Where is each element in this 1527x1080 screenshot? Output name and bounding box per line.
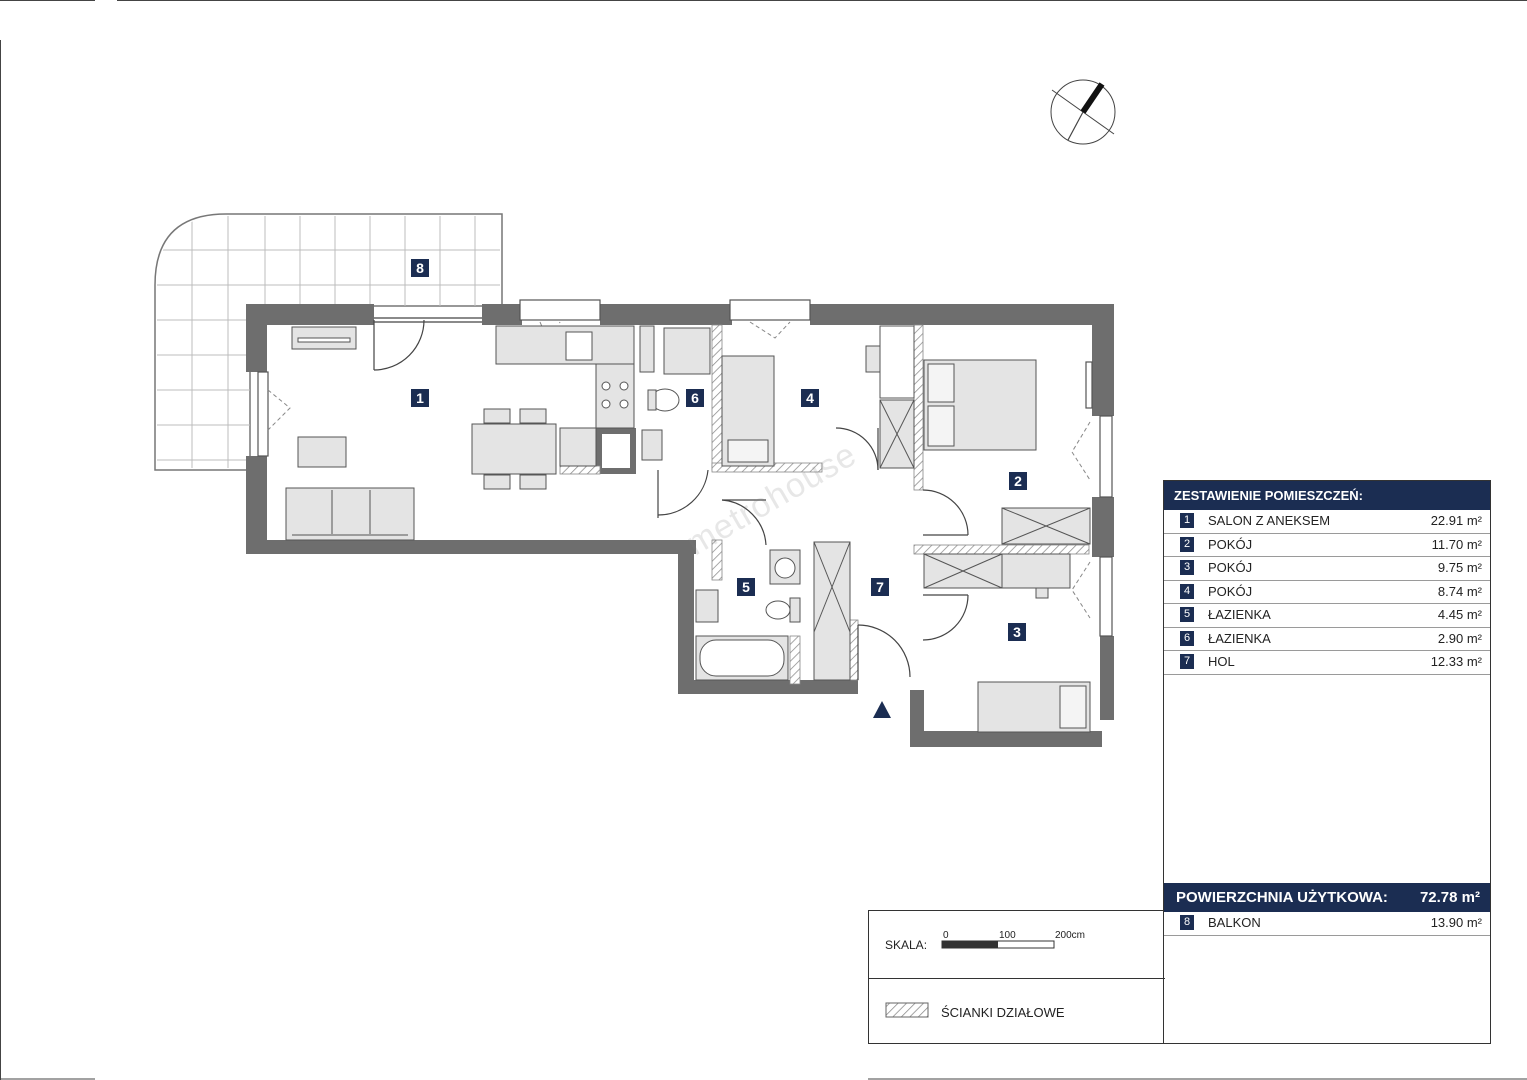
room-label-1: 1 xyxy=(411,389,429,407)
row-number: 3 xyxy=(1180,560,1194,575)
row-name: POKÓJ xyxy=(1208,560,1253,575)
row-area: 12.33 m² xyxy=(1430,654,1482,669)
row-name: SALON Z ANEKSEM xyxy=(1208,513,1331,528)
total-area-row: POWIERZCHNIA UŻYTKOWA: 72.78 m² xyxy=(1164,883,1490,912)
room-label-5: 5 xyxy=(737,578,755,596)
row-name: BALKON xyxy=(1208,915,1261,930)
room-label-2: 2 xyxy=(1009,472,1027,490)
outer-walls xyxy=(246,304,1114,747)
furniture xyxy=(285,325,1091,733)
room-label-3: 3 xyxy=(1008,623,1026,641)
balcony-door xyxy=(373,317,482,371)
interior-doors xyxy=(657,427,969,680)
table-title: ZESTAWIENIE POMIESZCZEŃ: xyxy=(1164,481,1490,510)
total-area-value: 72.78 m² xyxy=(1419,889,1480,906)
row-area: 13.90 m² xyxy=(1430,915,1482,930)
room-label-8: 8 xyxy=(411,259,429,277)
row-name: ŁAZIENKA xyxy=(1208,607,1271,622)
room-label-6: 6 xyxy=(686,389,704,407)
windows xyxy=(257,299,1113,637)
row-name: ŁAZIENKA xyxy=(1208,630,1271,646)
scale-tick: 100 xyxy=(999,930,1016,941)
scale-tick: 200cm xyxy=(1055,930,1086,941)
partition-legend-swatch xyxy=(885,1002,929,1018)
total-area-label: POWIERZCHNIA UŻYTKOWA: xyxy=(1176,889,1388,906)
row-number: 7 xyxy=(1180,654,1194,669)
row-number: 6 xyxy=(1180,630,1194,646)
kitchen-column-inset xyxy=(602,434,630,468)
balcony-area xyxy=(154,213,503,471)
table-row: 1 SALON Z ANEKSEM 22.91 m² xyxy=(1164,510,1490,534)
table-row: 6 ŁAZIENKA 2.90 m² xyxy=(1164,628,1490,651)
compass-icon xyxy=(1050,79,1116,145)
row-area: 4.45 m² xyxy=(1437,607,1482,622)
table-row: 3 POKÓJ 9.75 m² xyxy=(1164,557,1490,581)
scale-legend-box: SKALA: 0 100 200cm ŚCIANKI DZIAŁOWE xyxy=(868,910,1165,1044)
table-row: 5 ŁAZIENKA 4.45 m² xyxy=(1164,604,1490,628)
room-schedule-table: ZESTAWIENIE POMIESZCZEŃ: 1 SALON Z ANEKS… xyxy=(1163,480,1491,1044)
row-number: 2 xyxy=(1180,536,1194,552)
row-area: 11.70 m² xyxy=(1431,536,1482,552)
row-number: 8 xyxy=(1180,915,1194,930)
partition-walls xyxy=(559,324,1090,685)
row-number: 4 xyxy=(1180,583,1194,599)
row-area: 9.75 m² xyxy=(1437,560,1482,575)
table-row: 7 HOL 12.33 m² xyxy=(1164,651,1490,675)
row-name: POKÓJ xyxy=(1208,583,1253,599)
scale-divider xyxy=(869,978,1165,979)
scale-tick: 0 xyxy=(943,930,949,941)
row-number: 1 xyxy=(1180,513,1194,528)
row-area: 22.91 m² xyxy=(1430,513,1482,528)
legend-label: ŚCIANKI DZIAŁOWE xyxy=(941,1005,1065,1020)
row-number: 5 xyxy=(1180,607,1194,622)
entrance-arrow-icon xyxy=(873,701,891,718)
table-row: 2 POKÓJ 11.70 m² xyxy=(1164,534,1490,557)
table-row: 4 POKÓJ 8.74 m² xyxy=(1164,581,1490,604)
row-area: 8.74 m² xyxy=(1437,583,1482,599)
scale-bar xyxy=(941,940,1055,949)
row-area: 2.90 m² xyxy=(1437,630,1482,646)
room-label-4: 4 xyxy=(801,389,819,407)
balcony-row: 8 BALKON 13.90 m² xyxy=(1164,912,1490,936)
row-name: HOL xyxy=(1208,654,1235,669)
row-name: POKÓJ xyxy=(1208,536,1253,552)
room-label-7: 7 xyxy=(871,578,889,596)
scale-label: SKALA: xyxy=(885,938,928,952)
